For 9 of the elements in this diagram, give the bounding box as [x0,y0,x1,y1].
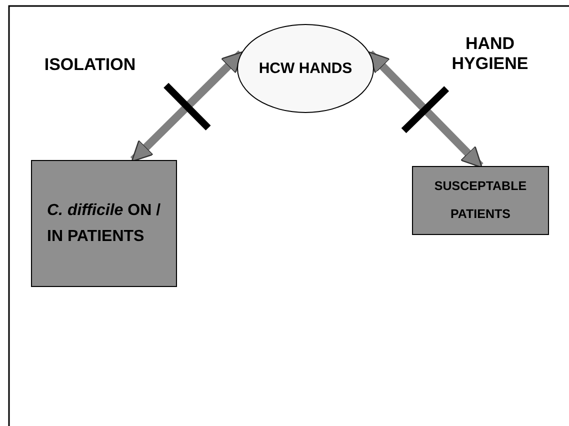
node-text: C. difficile ON / IN PATIENTS [47,200,162,246]
annotation-label: HAND HYGIENE [450,34,530,75]
process-box [31,160,177,287]
node-text: SUSCEPTABLE PATIENTS [433,178,528,222]
node-text: HCW HANDS [258,59,352,79]
double-arrow [367,50,484,169]
annotation-label: ISOLATION [43,55,137,76]
process-box [412,166,549,235]
double-arrow [130,50,244,163]
